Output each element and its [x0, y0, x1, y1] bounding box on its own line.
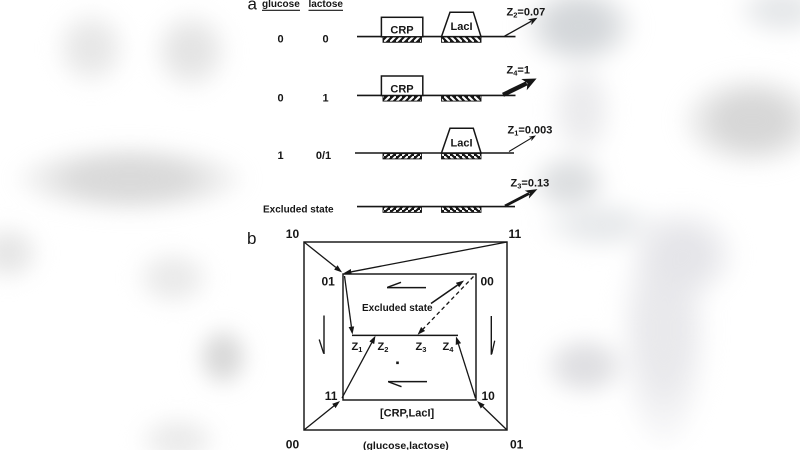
- svg-text:Z3=0.13: Z3=0.13: [511, 178, 550, 191]
- svg-text:1: 1: [277, 150, 283, 162]
- svg-text:Z4: Z4: [443, 341, 455, 354]
- svg-text:11: 11: [325, 389, 338, 403]
- svg-text:a: a: [248, 0, 258, 14]
- svg-text:0: 0: [322, 34, 328, 46]
- svg-text:01: 01: [510, 438, 524, 450]
- svg-text:10: 10: [482, 389, 496, 403]
- svg-text:Excluded state: Excluded state: [362, 303, 433, 314]
- svg-text:10: 10: [286, 227, 300, 241]
- svg-text:0/1: 0/1: [316, 150, 331, 162]
- svg-text:0: 0: [277, 93, 283, 105]
- svg-text:11: 11: [509, 227, 522, 241]
- svg-text:0: 0: [277, 34, 283, 46]
- svg-text:Excluded state: Excluded state: [263, 205, 334, 216]
- svg-text:LacI: LacI: [450, 21, 472, 33]
- svg-text:CRP: CRP: [390, 83, 413, 95]
- svg-text:b: b: [247, 229, 256, 248]
- svg-text:1: 1: [322, 93, 328, 105]
- svg-text:01: 01: [322, 274, 336, 288]
- svg-text:[CRP,LacI]: [CRP,LacI]: [380, 408, 435, 420]
- svg-text:glucose: glucose: [262, 0, 300, 10]
- svg-text:Z3: Z3: [416, 341, 427, 354]
- svg-text:Z1=0.003: Z1=0.003: [508, 125, 553, 138]
- svg-text:Z4=1: Z4=1: [507, 65, 530, 78]
- svg-text:00: 00: [481, 274, 495, 288]
- svg-text:CRP: CRP: [390, 25, 413, 37]
- svg-text:00: 00: [286, 438, 300, 450]
- svg-text:Z2: Z2: [378, 341, 389, 354]
- svg-text:Z2=0.07: Z2=0.07: [507, 6, 546, 19]
- svg-text:lactose: lactose: [309, 0, 344, 10]
- svg-text:LacI: LacI: [450, 137, 472, 149]
- svg-text:(glucose,lactose): (glucose,lactose): [363, 440, 449, 450]
- svg-text:Z1: Z1: [352, 341, 363, 354]
